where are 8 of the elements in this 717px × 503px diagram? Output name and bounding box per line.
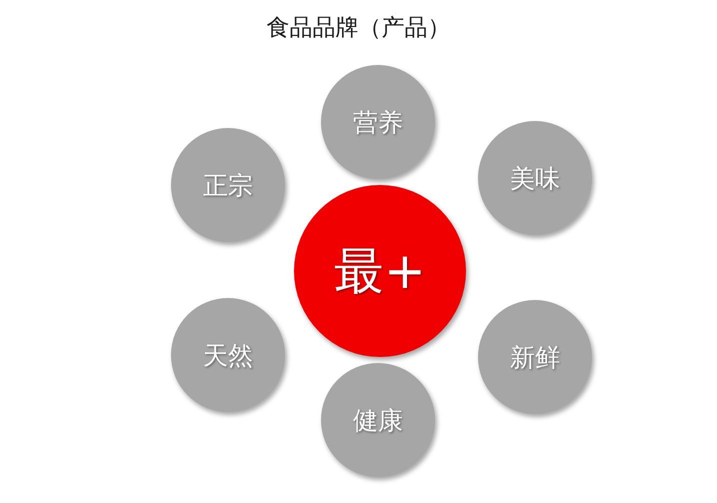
circle-label: 美味 [510, 162, 560, 194]
circle-label: 营养 [353, 106, 403, 138]
title: 食品品牌（产品） [266, 14, 450, 43]
circle-label: 最+ [334, 240, 426, 302]
circle-label: 天然 [203, 340, 253, 372]
circle-label: 新鲜 [510, 342, 560, 374]
circle-label: 正宗 [203, 170, 253, 202]
circle-label: 健康 [353, 404, 403, 436]
